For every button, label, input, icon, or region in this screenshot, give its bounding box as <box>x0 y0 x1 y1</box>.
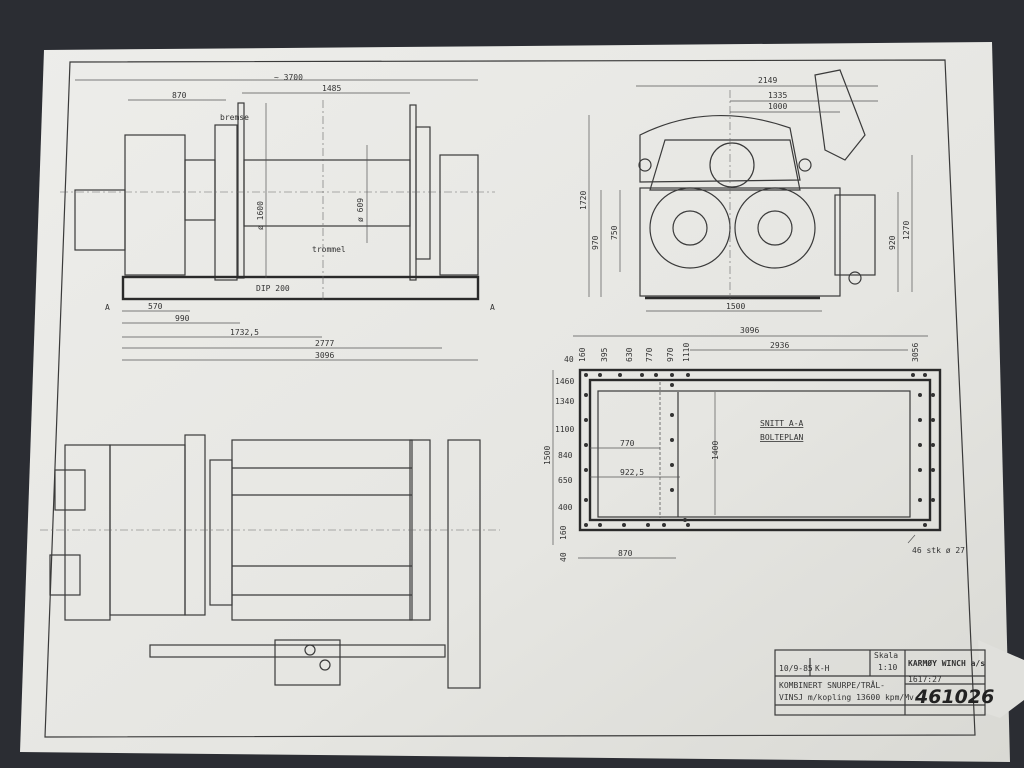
dim-overall-3096: 3096 <box>740 326 759 335</box>
drawn-by: K-H <box>815 664 830 673</box>
dim-top-160: 160 <box>578 347 587 362</box>
dim-left-400: 400 <box>558 503 573 512</box>
dim-2149: 2149 <box>758 76 777 85</box>
dim-top-40: 40 <box>564 355 574 364</box>
torn-corner <box>978 640 1024 718</box>
dim-left-650: 650 <box>558 476 573 485</box>
dim-922: 922,5 <box>620 468 644 477</box>
dim-1335: 1335 <box>768 91 787 100</box>
title-line-2: VINSJ m/kopling 13600 kpm/Mv <box>779 693 914 702</box>
dim-870: 870 <box>618 549 633 558</box>
date: 10/9-85 <box>779 664 813 673</box>
side-view: ~ 3700 870 1485 ø 1600 ø 609 bremse trom… <box>60 73 495 361</box>
dim-left-840: 840 <box>558 451 573 460</box>
dim-left-1460: 1460 <box>555 377 574 386</box>
dim-top-395: 395 <box>600 347 609 362</box>
label-trommel: trommel <box>312 245 346 254</box>
company-logo: KARMØY WINCH a/s <box>908 658 985 668</box>
dim-left-160: 160 <box>559 525 568 540</box>
dim-1485: 1485 <box>322 84 341 93</box>
title-line-1: KOMBINERT SNURPE/TRÅL- <box>779 679 885 690</box>
label-beam: DIP 200 <box>256 284 290 293</box>
dim-dia-1600: ø 1600 <box>256 201 265 230</box>
paper-sheet <box>20 42 1010 762</box>
dim-top-1110: 1110 <box>682 343 691 362</box>
bolteplan-subtitle: BOLTEPLAN <box>760 433 804 442</box>
dim-inner-1400: 1400 <box>711 441 720 460</box>
section-a-right: A <box>490 303 495 312</box>
dim-top-2936: 2936 <box>770 341 789 350</box>
dim-left-1340: 1340 <box>555 397 574 406</box>
dim-750: 750 <box>610 225 619 240</box>
dim-left-1100: 1100 <box>555 425 574 434</box>
dim-top-630: 630 <box>625 347 634 362</box>
scale-label: Skala <box>874 651 898 660</box>
dim-1732: 1732,5 <box>230 328 259 337</box>
ref-number: 1617:27 <box>908 675 942 684</box>
dim-1000: 1000 <box>768 102 787 111</box>
dim-left-40: 40 <box>559 552 568 562</box>
title-block: 10/9-85 K-H Skala 1:10 KARMØY WINCH a/s … <box>774 649 994 716</box>
dim-top-970: 970 <box>666 347 675 362</box>
scale: 1:10 <box>878 663 897 672</box>
dim-990: 990 <box>175 314 190 323</box>
dim-920: 920 <box>888 235 897 250</box>
snitt-title: SNITT A-A <box>760 419 804 428</box>
section-a-left: A <box>105 303 110 312</box>
dim-770: 770 <box>620 439 635 448</box>
label-brems: bremse <box>220 113 249 122</box>
dim-3096: 3096 <box>315 351 334 360</box>
plan-view <box>40 434 500 689</box>
dim-overall: ~ 3700 <box>274 73 303 82</box>
dim-1720: 1720 <box>579 191 588 210</box>
bolt-plan: 3096 40 160 395 630 770 970 1110 2936 30… <box>543 326 965 562</box>
dim-870: 870 <box>172 91 187 100</box>
end-view: 2149 1335 1000 1720 970 750 1500 920 127… <box>579 69 913 312</box>
bolt-note: 46 stk ø 27 <box>912 546 965 555</box>
dim-570: 570 <box>148 302 163 311</box>
dim-top-770: 770 <box>645 347 654 362</box>
dim-dia-609: ø 609 <box>356 198 365 222</box>
dim-height-1500: 1500 <box>543 446 552 465</box>
drawing-number: 461026 <box>914 686 994 708</box>
dim-2777: 2777 <box>315 339 334 348</box>
drawing-frame <box>44 59 976 738</box>
dim-top-3056: 3056 <box>911 343 920 362</box>
dim-1270: 1270 <box>902 221 911 240</box>
dim-1500: 1500 <box>726 302 745 311</box>
dim-970: 970 <box>591 235 600 250</box>
